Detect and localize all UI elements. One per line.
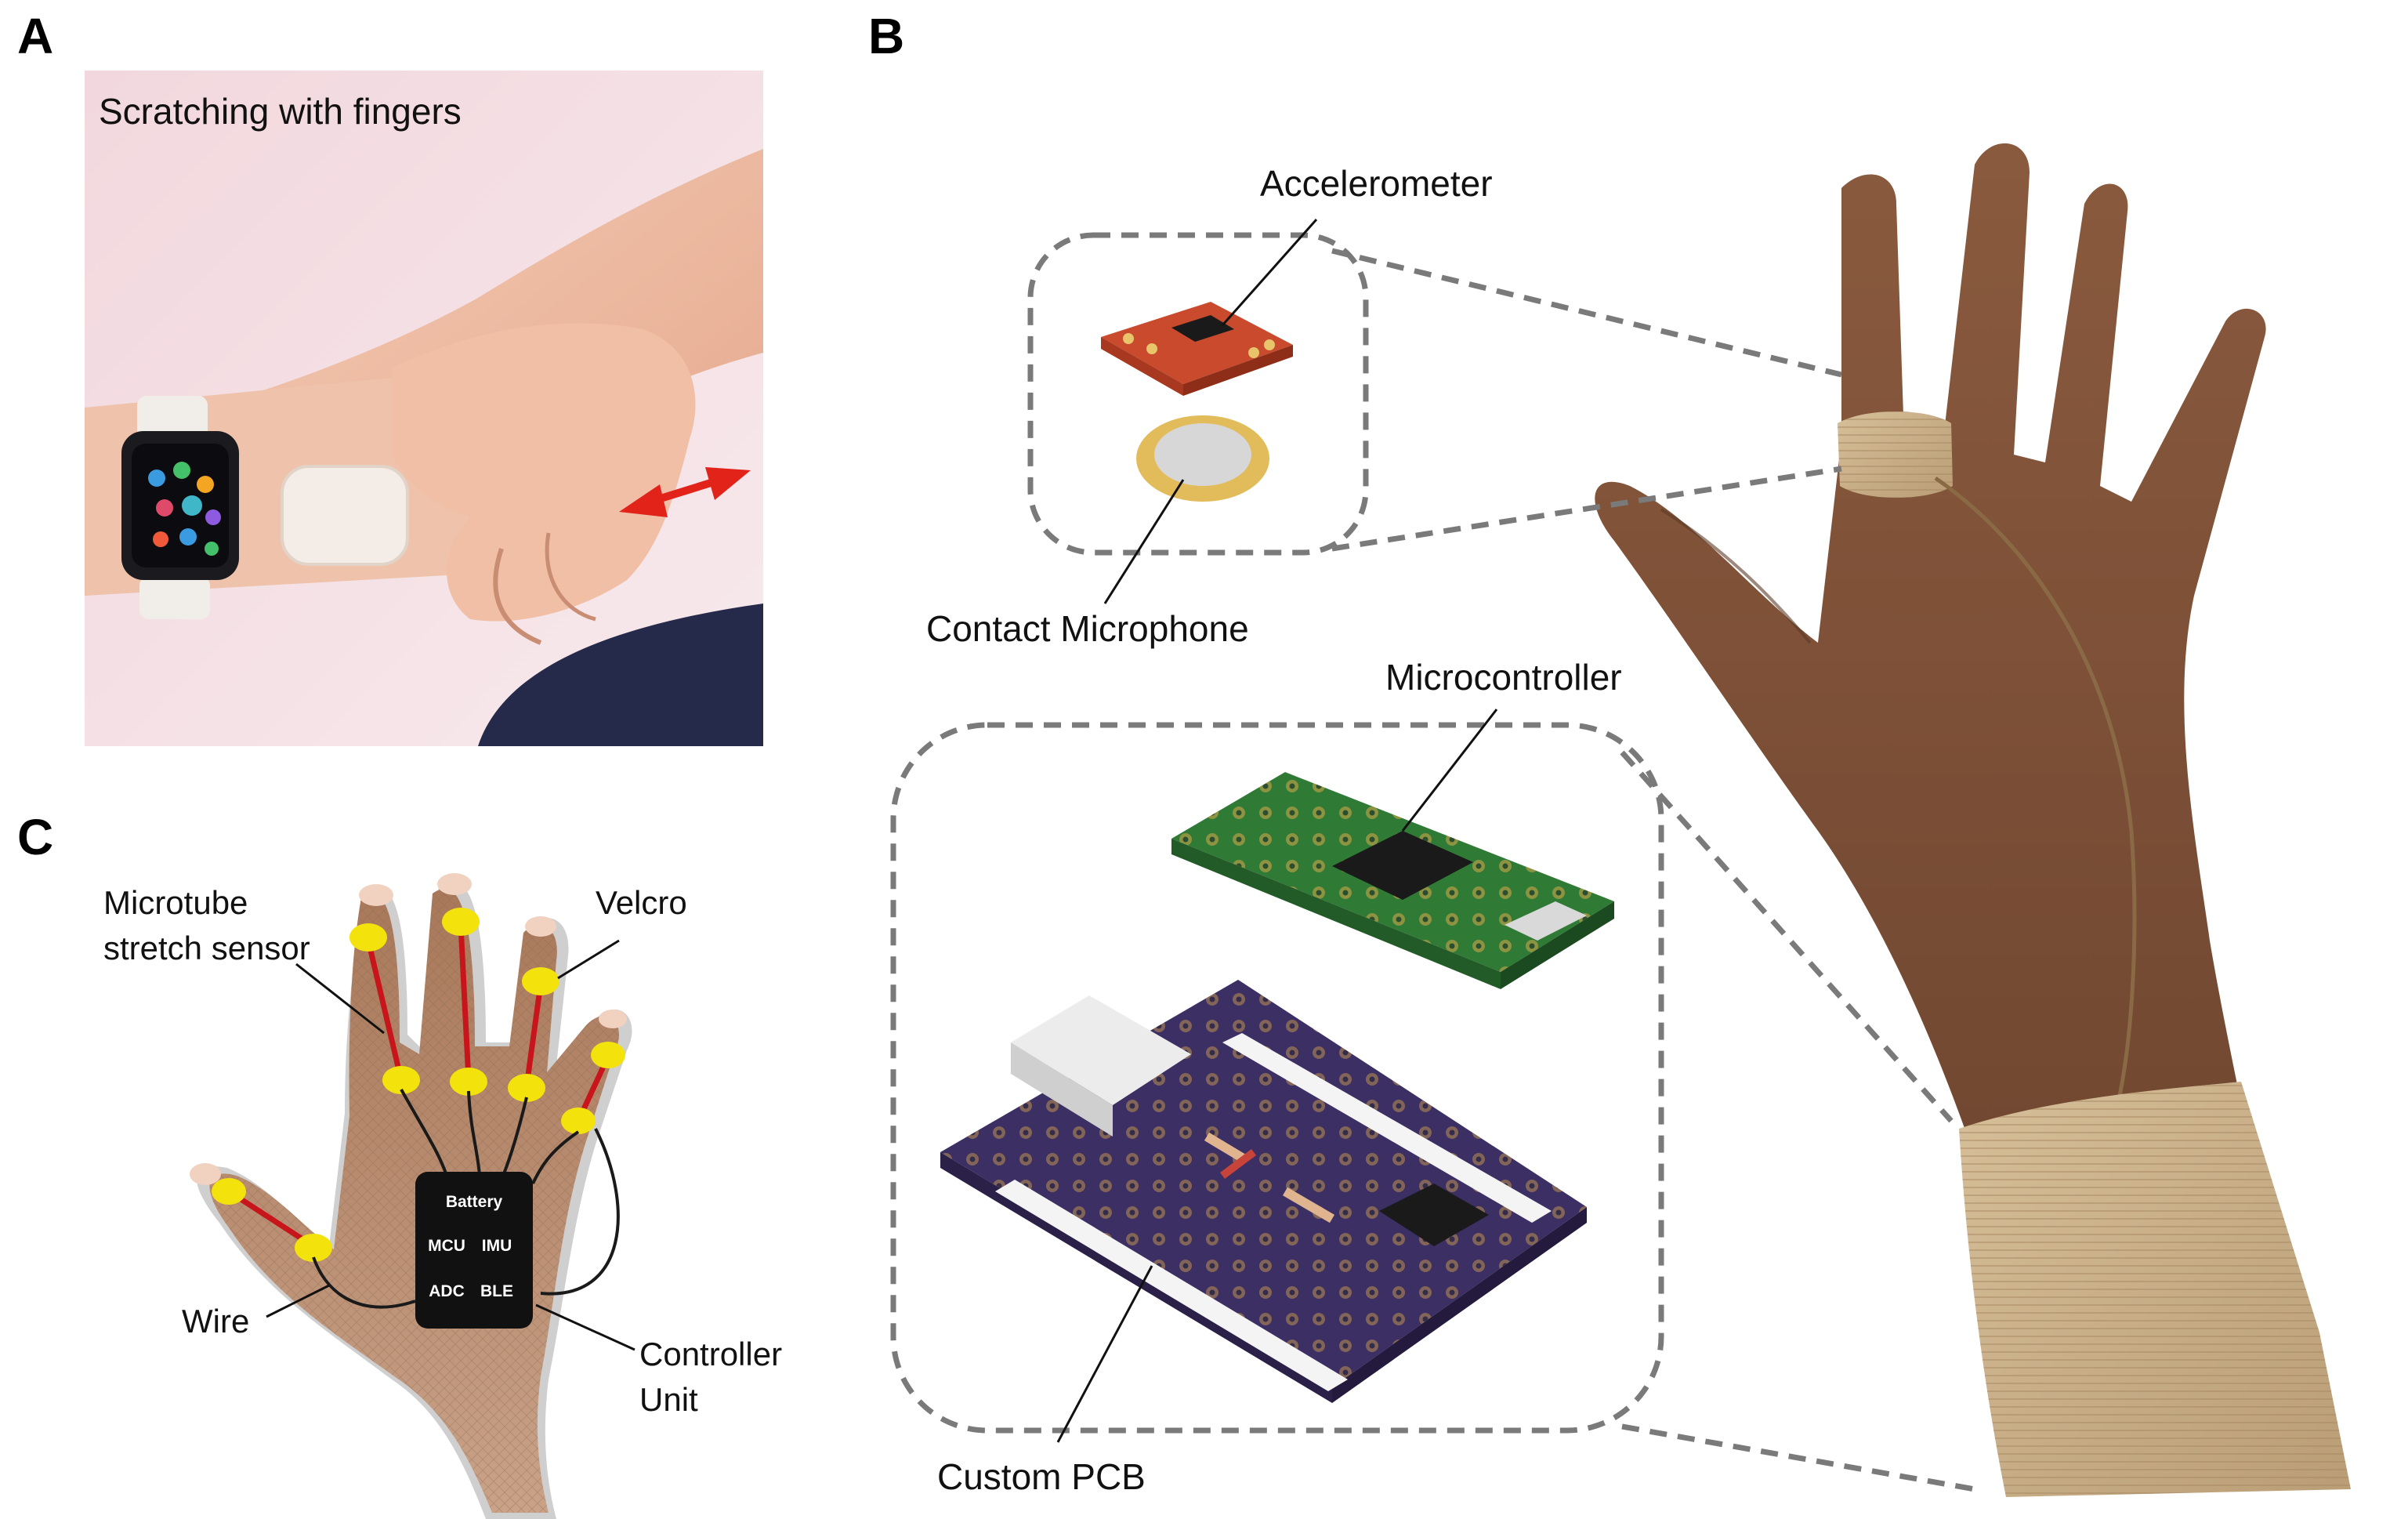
- wires: [312, 1089, 620, 1309]
- panel-a-letter: A: [17, 8, 53, 64]
- label-microtube-line1: Microtube: [103, 884, 248, 921]
- label-accelerometer: Accelerometer: [1260, 163, 1493, 204]
- accelerometer-board: [1101, 302, 1293, 396]
- label-wire: Wire: [182, 1303, 249, 1340]
- panel-a: A: [17, 8, 763, 746]
- double-arrow-icon: [619, 467, 751, 517]
- custom-pcb: [940, 980, 1587, 1403]
- panel-b: B: [868, 8, 2351, 1497]
- panel-a-caption: Scratching with fingers: [99, 91, 462, 132]
- smartwatch-icon: [121, 396, 239, 619]
- label-microcontroller: Microcontroller: [1385, 657, 1622, 698]
- glove-illustration: Battery MCU IMU ADC BLE: [190, 873, 632, 1519]
- panel-c-callouts: [266, 939, 635, 1351]
- microcontroller-board: [1171, 772, 1614, 989]
- controller-mcu: MCU: [428, 1237, 465, 1255]
- controller-unit: Battery MCU IMU ADC BLE: [415, 1172, 533, 1329]
- panel-b-hand-photo: [1595, 143, 2351, 1497]
- panel-b-dashed-boxes: [890, 232, 1975, 1492]
- contact-microphone: [1136, 415, 1269, 502]
- controller-imu: IMU: [482, 1237, 512, 1255]
- panel-b-letter: B: [868, 8, 904, 64]
- controller-battery: Battery: [446, 1193, 503, 1211]
- panel-c: C: [17, 809, 782, 1519]
- label-custom-pcb: Custom PCB: [937, 1456, 1146, 1497]
- panel-c-letter: C: [17, 809, 53, 865]
- velcro-pads: [212, 908, 625, 1262]
- controller-ble: BLE: [480, 1282, 513, 1300]
- label-controller-line2: Unit: [639, 1381, 698, 1418]
- label-controller-line1: Controller: [639, 1336, 782, 1372]
- label-contact-microphone: Contact Microphone: [926, 608, 1249, 649]
- controller-adc: ADC: [429, 1282, 465, 1300]
- panel-b-callouts: [1056, 219, 1498, 1443]
- label-velcro: Velcro: [596, 884, 687, 921]
- label-microtube-line2: stretch sensor: [103, 930, 310, 966]
- panel-a-photo: [85, 71, 763, 746]
